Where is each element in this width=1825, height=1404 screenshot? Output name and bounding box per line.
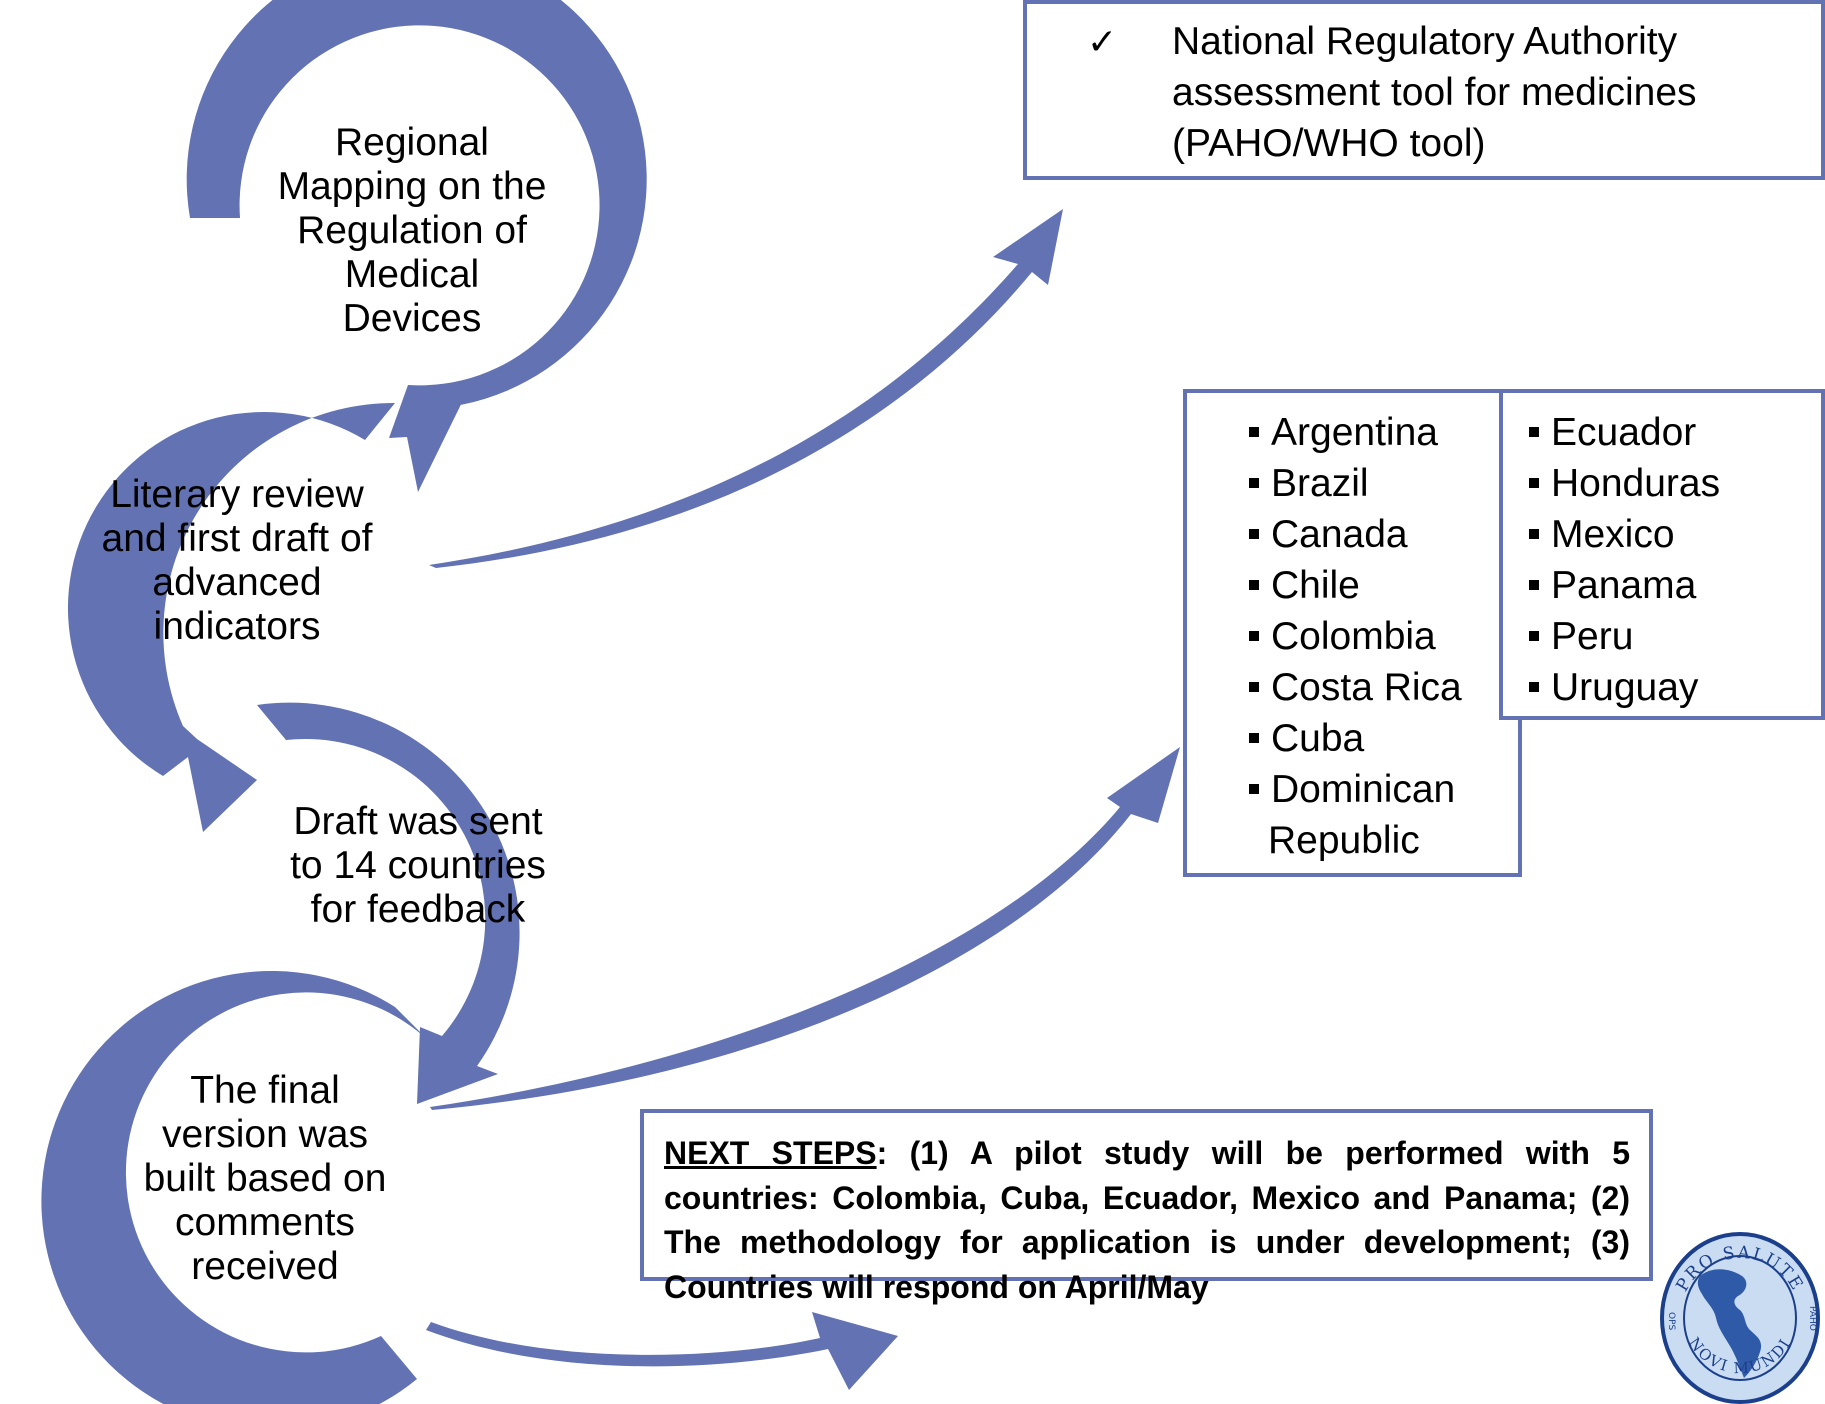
countries-list-box-left: Argentina Brazil Canada Chile Colombia C… — [1183, 389, 1522, 877]
step-4-line: The final — [190, 1069, 340, 1112]
country-name: Argentina — [1271, 411, 1438, 454]
country-name: Dominican — [1271, 768, 1456, 811]
bullet-icon — [1249, 732, 1259, 743]
tool-item: ✓ National Regulatory Authority assessme… — [1087, 16, 1812, 169]
country-name: Mexico — [1551, 513, 1675, 556]
list-item: Dominican — [1249, 764, 1462, 815]
list-item: Ecuador — [1529, 407, 1720, 458]
bullet-icon — [1529, 528, 1539, 539]
bullet-icon — [1529, 477, 1539, 488]
step-4-line: built based on — [143, 1157, 387, 1200]
assessment-tool-box: ✓ National Regulatory Authority assessme… — [1023, 0, 1825, 180]
country-name: Ecuador — [1551, 411, 1697, 454]
list-item: Peru — [1529, 611, 1720, 662]
step-4-line: version was — [162, 1113, 368, 1156]
next-steps-heading: NEXT STEPS — [664, 1135, 877, 1171]
tool-item-text: National Regulatory Authority assessment… — [1172, 16, 1812, 169]
checkmark-icon: ✓ — [1087, 21, 1118, 62]
circular-arrow-3 — [257, 702, 520, 1104]
step-draft-sent: Draft was sent to 14 countries for feedb… — [263, 800, 573, 932]
step-final-version: The final version was built based on com… — [115, 1069, 415, 1289]
next-steps-box: NEXT STEPS: (1) A pilot study will be pe… — [640, 1109, 1653, 1305]
step-1-line: Devices — [342, 297, 482, 340]
circular-arrow-4 — [41, 970, 430, 1404]
tool-text-line: National Regulatory Authority — [1172, 20, 1678, 63]
next-steps-text: : (1) A pilot study will be performed wi… — [664, 1135, 1631, 1305]
step-1-line: Regional — [335, 121, 489, 164]
step-3-line: to 14 countries — [290, 844, 546, 887]
list-item: Honduras — [1529, 458, 1720, 509]
step-1-line: Medical — [344, 253, 480, 296]
step-1-line: Regulation of — [297, 209, 527, 252]
bullet-icon — [1249, 477, 1259, 488]
list-item: Uruguay — [1529, 662, 1720, 713]
step-regional-mapping: Regional Mapping on the Regulation of Me… — [247, 121, 577, 341]
list-item: Mexico — [1529, 509, 1720, 560]
country-list: Argentina Brazil Canada Chile Colombia C… — [1249, 407, 1462, 866]
list-item: Colombia — [1249, 611, 1462, 662]
bullet-icon — [1249, 681, 1259, 692]
circular-arrow-1 — [186, 0, 647, 492]
step-literary-review: Literary review and first draft of advan… — [72, 473, 402, 649]
country-name: Uruguay — [1551, 666, 1699, 709]
country-name: Brazil — [1271, 462, 1369, 505]
list-item: Chile — [1249, 560, 1462, 611]
seal-right-text: PAHO — [1807, 1306, 1817, 1331]
list-item: Costa Rica — [1249, 662, 1462, 713]
bullet-icon — [1249, 528, 1259, 539]
americas-continent-icon — [1697, 1269, 1762, 1378]
country-name: Cuba — [1271, 717, 1365, 760]
step-3-line: for feedback — [310, 888, 526, 931]
countries-list-box-right: Ecuador Honduras Mexico Panama Peru Urug… — [1499, 389, 1825, 720]
step-4-line: received — [191, 1245, 339, 1288]
seal-left-text: OPS — [1666, 1312, 1676, 1331]
list-item-continuation: Republic — [1249, 815, 1462, 866]
bullet-icon — [1249, 426, 1259, 437]
country-list: Ecuador Honduras Mexico Panama Peru Urug… — [1529, 407, 1720, 713]
step-1-line: Mapping on the — [277, 165, 547, 208]
bullet-icon — [1529, 630, 1539, 641]
step-3-line: Draft was sent — [293, 800, 543, 843]
bullet-icon — [1529, 579, 1539, 590]
list-item: Panama — [1529, 560, 1720, 611]
step-2-line: Literary review — [110, 473, 364, 516]
country-name: Panama — [1551, 564, 1697, 607]
tool-text-line: (PAHO/WHO tool) — [1172, 122, 1486, 165]
country-name: Republic — [1268, 819, 1420, 862]
step-4-line: comments — [175, 1201, 355, 1244]
paho-seal-logo: PRO SALUTE NOVI MUNDI OPS PAHO — [1660, 1232, 1820, 1404]
country-name: Colombia — [1271, 615, 1436, 658]
bullet-icon — [1529, 681, 1539, 692]
circular-arrow-2 — [67, 402, 395, 832]
list-item: Cuba — [1249, 713, 1462, 764]
country-name: Canada — [1271, 513, 1408, 556]
bullet-icon — [1249, 630, 1259, 641]
tool-text-line: assessment tool for medicines — [1172, 71, 1697, 114]
list-item: Brazil — [1249, 458, 1462, 509]
step-2-line: indicators — [153, 605, 321, 648]
bullet-icon — [1529, 426, 1539, 437]
bullet-icon — [1249, 579, 1259, 590]
country-name: Costa Rica — [1271, 666, 1462, 709]
arrow-to-next-steps — [426, 1312, 898, 1390]
bullet-icon — [1249, 783, 1259, 794]
country-name: Peru — [1551, 615, 1634, 658]
step-2-line: and first draft of — [101, 517, 373, 560]
list-item: Canada — [1249, 509, 1462, 560]
country-name: Chile — [1271, 564, 1360, 607]
step-2-line: advanced — [152, 561, 322, 604]
country-name: Honduras — [1551, 462, 1721, 505]
list-item: Argentina — [1249, 407, 1462, 458]
